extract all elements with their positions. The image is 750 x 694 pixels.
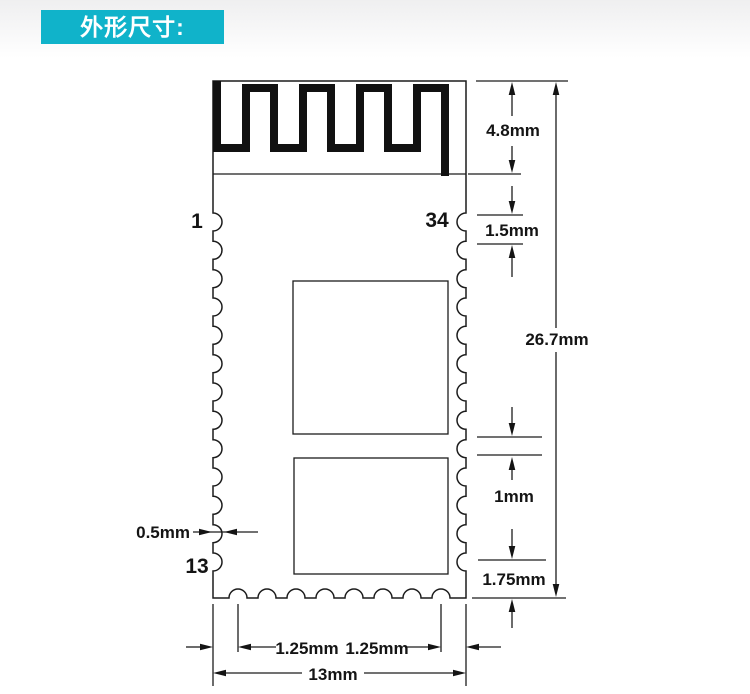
pin-label-13: 13 (185, 555, 208, 578)
dimension-label-pad-depth: 0.5mm (136, 523, 190, 542)
dimension-label-antenna-height: 4.8mm (486, 121, 540, 140)
arrowhead (224, 528, 237, 536)
dimension-label-board-width: 13mm (308, 665, 357, 684)
arrowhead (453, 669, 466, 677)
arrowhead (508, 457, 516, 470)
arrowhead (508, 599, 516, 612)
shield-rect-bottom (293, 457, 449, 575)
dimension-label-bottom-pad-offset: 1.75mm (482, 570, 545, 589)
dimension-lines (186, 80, 568, 686)
dimension-arrowheads (199, 82, 560, 677)
arrowhead (508, 82, 516, 95)
arrowhead (200, 643, 213, 651)
antenna-meander-trace (213, 81, 449, 176)
arrowhead (508, 245, 516, 258)
arrowhead (466, 643, 479, 651)
shield-rect-top (292, 280, 449, 435)
arrowhead (508, 160, 516, 173)
section-title-label: 外形尺寸: (80, 14, 185, 40)
arrowhead (508, 201, 516, 214)
arrowhead (508, 423, 516, 436)
arrowhead (552, 82, 560, 95)
dimension-label-board-height: 26.7mm (525, 330, 588, 349)
dimension-label-first-pad-offset: 1.5mm (485, 221, 539, 240)
arrowhead (508, 546, 516, 559)
arrowhead (213, 669, 226, 677)
arrowhead (238, 643, 251, 651)
pcb-outline (212, 80, 467, 599)
arrowhead (552, 584, 560, 597)
pin-label-34: 34 (425, 209, 449, 232)
dimension-label-pad-pitch-left: 1.25mm (275, 639, 338, 658)
pin-label-1: 1 (191, 210, 203, 233)
arrowhead (199, 528, 212, 536)
dimension-label-shield-gap: 1mm (494, 487, 534, 506)
dimension-label-pad-pitch-right: 1.25mm (345, 639, 408, 658)
arrowhead (428, 643, 441, 651)
section-title-badge: 外形尺寸: (41, 10, 224, 44)
